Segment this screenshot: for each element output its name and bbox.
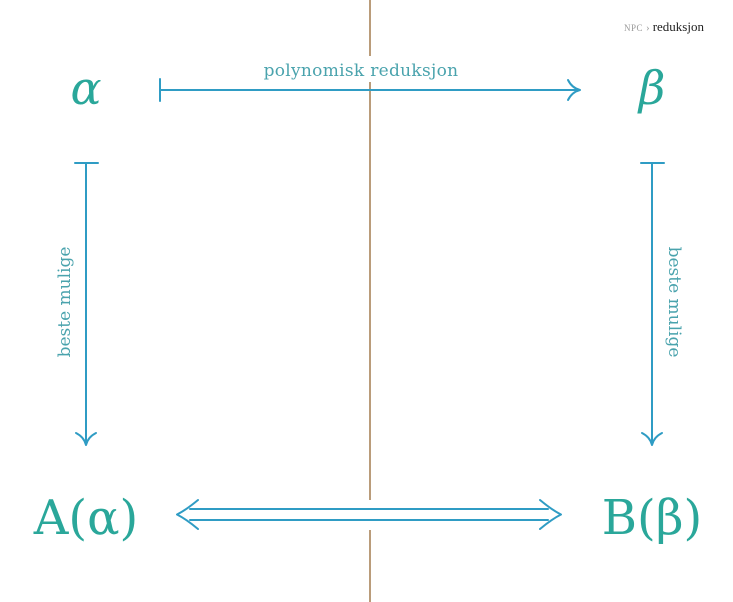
breadcrumb-separator: › <box>646 22 650 34</box>
breadcrumb-current: reduksjon <box>652 19 704 34</box>
top-label-backdrop <box>236 56 498 82</box>
double-arrow-backdrop <box>355 500 385 530</box>
right-best-arrow <box>640 162 665 446</box>
breadcrumb: NPC›reduksjon <box>624 19 733 36</box>
bottom-double-arrow <box>176 499 562 530</box>
node-A-alpha: A(α) <box>33 490 139 546</box>
top-reduction-arrow <box>159 78 581 102</box>
left-best-arrow <box>74 162 99 446</box>
node-B-beta: B(β) <box>602 490 702 546</box>
node-alpha: α <box>70 61 101 115</box>
right-edge-label: beste mulige <box>664 247 684 358</box>
breadcrumb-code: NPC <box>624 23 644 33</box>
top-edge-label: polynomisk reduksjon <box>264 61 459 81</box>
node-beta: β <box>637 61 666 115</box>
left-edge-label: beste mulige <box>55 247 75 358</box>
